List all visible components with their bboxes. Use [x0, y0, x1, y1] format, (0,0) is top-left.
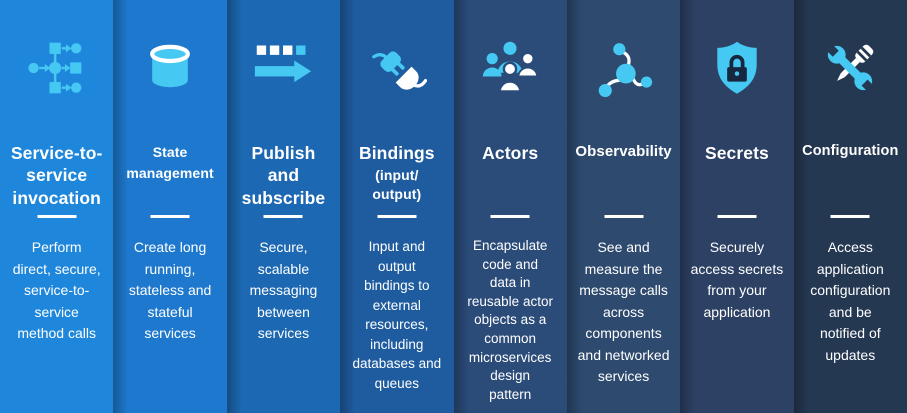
column-secrets: Secrets Securely access secrets from you… — [680, 0, 794, 413]
column-title: Bindings(input/ output) — [340, 142, 453, 203]
plug-icon — [340, 36, 453, 100]
flowchart-icon — [0, 36, 113, 100]
column-description: Perform direct, secure, service-to- serv… — [12, 239, 101, 341]
column-configuration: Configuration Access application configu… — [793, 0, 907, 413]
divider-line — [377, 215, 417, 218]
divider-line — [150, 215, 190, 218]
divider-line — [490, 215, 530, 218]
divider-line — [263, 215, 303, 218]
actors-icon — [454, 36, 567, 100]
column-description: Create long running, stateless and state… — [128, 239, 212, 341]
column-description: Securely access secrets from your applic… — [690, 239, 784, 320]
wrench-screwdriver-icon — [794, 36, 907, 100]
pubsub-arrow-icon — [227, 36, 340, 100]
column-description: See and measure the message calls across… — [577, 239, 670, 384]
column-description: Encapsulate code and data in reusable ac… — [467, 238, 553, 402]
divider-line — [604, 215, 644, 218]
network-nodes-icon — [567, 36, 680, 100]
column-publish-subscribe: Publish and subscribe Secure, scalable m… — [226, 0, 341, 413]
column-observability: Observability See and measure the messag… — [566, 0, 681, 413]
column-title: Observability — [575, 143, 672, 160]
divider-line — [37, 215, 77, 218]
column-title: Publish and subscribe — [241, 143, 326, 208]
column-title: Secrets — [704, 143, 769, 163]
column-description: Access application configuration and be … — [810, 239, 891, 363]
column-actors: Actors Encapsulate code and data in reus… — [453, 0, 567, 413]
column-description: Input and output bindings to external re… — [352, 239, 442, 391]
column-title: Service-to- service invocation — [10, 143, 103, 208]
database-icon — [113, 36, 226, 100]
column-title: Configuration — [802, 143, 899, 159]
shield-lock-icon — [680, 36, 793, 100]
divider-line — [717, 215, 757, 218]
column-description: Secure, scalable messaging between servi… — [249, 239, 318, 341]
divider-line — [830, 215, 870, 218]
column-bindings: Bindings(input/ output) Input and output… — [340, 0, 454, 413]
column-title: State management — [126, 144, 214, 181]
column-service-invocation: Service-to- service invocation Perform d… — [0, 0, 114, 413]
column-subtitle: (input/ output) — [372, 167, 422, 202]
column-state-management: State management Create long running, st… — [113, 0, 227, 413]
column-title: Actors — [482, 143, 539, 163]
